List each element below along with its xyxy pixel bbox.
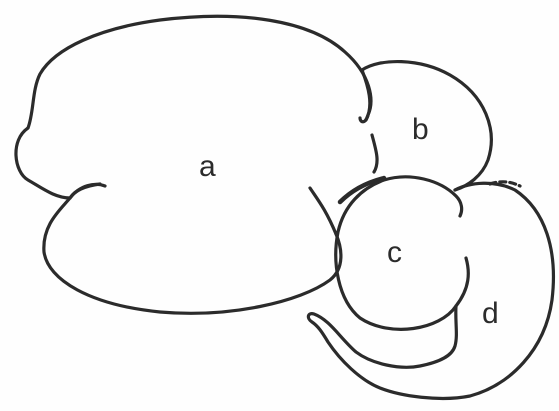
region-a-outline (16, 16, 371, 313)
label-d: d (482, 299, 499, 329)
region-c-outline (336, 177, 468, 329)
region-a-right-edge (310, 188, 336, 234)
label-c: c (387, 238, 402, 268)
label-a: a (199, 152, 216, 182)
region-a-notch (70, 184, 105, 198)
label-b: b (412, 115, 429, 145)
